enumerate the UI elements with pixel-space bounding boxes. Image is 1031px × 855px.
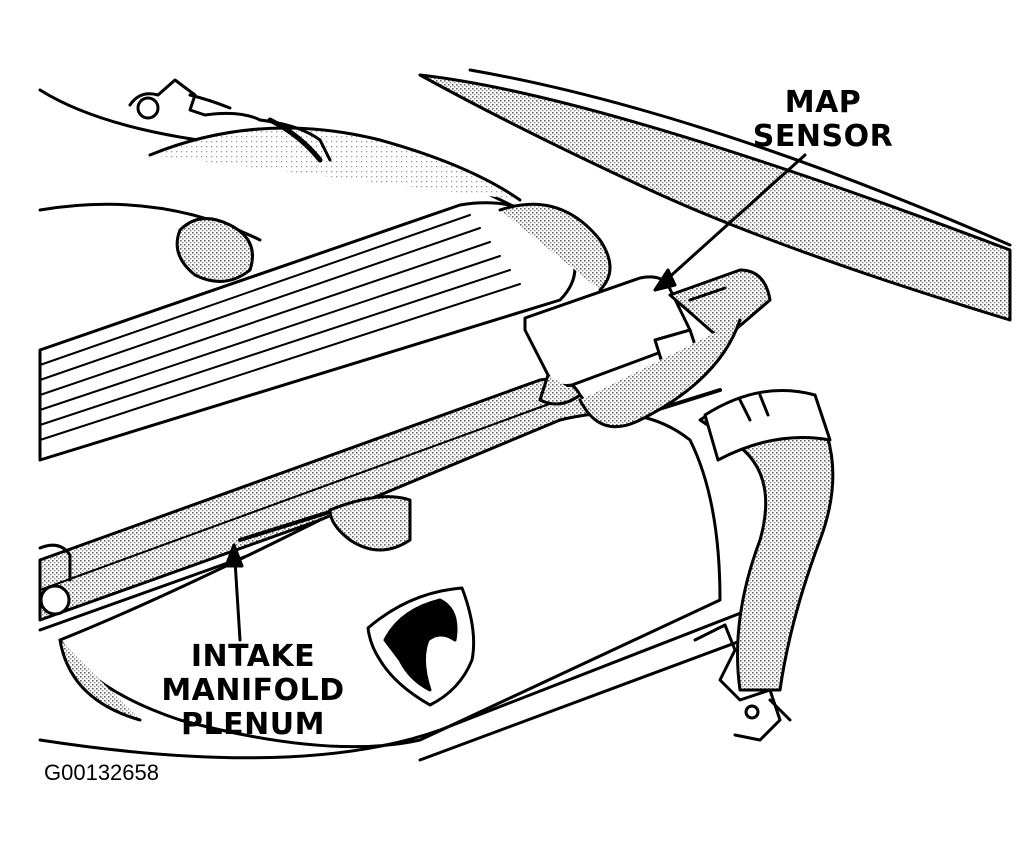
intake-plenum-label-line2: MANIFOLD [161,673,345,708]
hose-clamp [703,389,832,462]
intake-plenum-label-line1: INTAKE [190,639,316,674]
map-sensor-label: MAP SENSOR [748,86,898,154]
intake-plenum-label-line3: PLENUM [181,707,325,742]
map-leader-line [653,153,807,292]
fender-band [418,73,1012,322]
map-sensor-label-line2: SENSOR [752,119,894,154]
intake-plenum-label: INTAKE MANIFOLD PLENUM [158,640,348,742]
map-sensor-label-line1: MAP [784,85,862,120]
plenum-body [58,411,722,749]
figure-id: G00132658 [44,760,159,785]
